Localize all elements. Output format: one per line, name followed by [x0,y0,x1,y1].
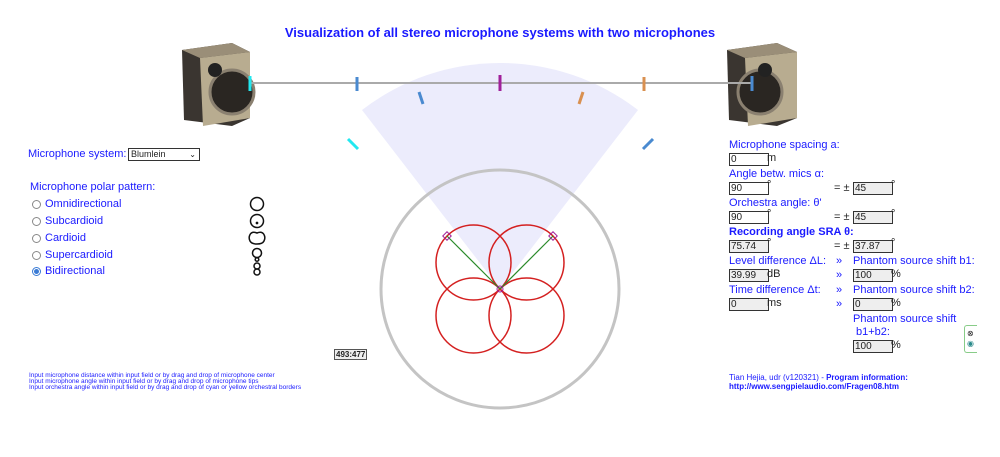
left-speaker-image [182,43,256,126]
sra-half-deg: ° [891,237,896,249]
orchestra-eq: = ± [834,211,850,223]
mic-center-handle [496,285,504,293]
orchestra-half-output: 45 [853,211,893,224]
angle-half-deg: ° [891,179,896,191]
spacing-unit: m [767,152,777,164]
orchestra-half-deg: ° [891,208,896,220]
note-orchestra: Input orchestra angle within input field… [29,384,302,391]
b1-unit: % [891,268,901,280]
right-orchestra-border [641,137,655,151]
polar-pattern-icons [248,196,266,276]
radio-cardioid[interactable] [32,234,41,243]
spacing-input[interactable]: 0 [729,153,769,166]
pattern-supercardioid-label: Supercardioid [45,249,113,261]
b2-unit: % [891,297,901,309]
program-info-link[interactable]: http://www.sengpielaudio.com/Fragen08.ht… [729,382,899,391]
orchestra-label: Orchestra angle: θ' [729,197,822,209]
level-arrow-2: » [836,269,843,281]
time-arrow: » [836,284,843,296]
pattern-bidirectional-label: Bidirectional [45,265,105,277]
chevron-down-icon: ⌄ [189,150,196,159]
b12-unit: % [891,339,901,351]
right-mic-tip [577,91,585,105]
page-title: Visualization of all stereo microphone s… [284,25,716,40]
recording-angle-sector [362,62,638,289]
level-label: Level difference ΔL: [729,255,827,267]
b12-label: Phantom source shift [853,313,957,325]
system-label: Microphone system: [28,148,127,160]
left-mic-tip [417,91,425,105]
angle-input[interactable]: 90 [729,182,769,195]
orchestra-deg: ° [767,208,772,220]
right-speaker-image [727,43,797,126]
left-mic-handle [442,231,452,241]
pattern-omni-label: Omnidirectional [45,198,122,210]
info-icon[interactable]: ◉ [967,339,974,348]
radio-supercardioid[interactable] [32,251,41,260]
note-angle: Input microphone angle within input fiel… [29,378,259,385]
credit-text: Tian Hejia, udr (v120321) - [729,373,827,382]
sra-output: 75.74 [729,240,769,253]
sra-half-output: 37.87 [853,240,893,253]
side-widget[interactable]: ⊗ ◉ [964,325,977,353]
close-icon[interactable]: ⊗ [967,329,974,338]
left-orchestra-border [346,137,360,151]
bidirectional-icon [253,262,261,276]
b1-output: 100 [853,269,893,282]
cardioid-icon [248,231,266,245]
sra-deg: ° [767,237,772,249]
system-select-value: Blumlein [131,149,166,159]
spacing-label: Microphone spacing a: [729,139,840,151]
angle-deg: ° [767,179,772,191]
b1-label: Phantom source shift b1: [853,255,975,267]
time-output: 0 [729,298,769,311]
supercardioid-icon [251,247,263,263]
polar-pattern-lobes [435,224,565,354]
subcardioid-icon [249,213,265,229]
angle-half-output: 45 [853,182,893,195]
pattern-subcardioid-label: Subcardioid [45,215,104,227]
level-arrow: » [836,255,843,267]
right-mic-handle [548,231,558,241]
radio-omni[interactable] [32,200,41,209]
sra-eq: = ± [834,240,850,252]
sra-label: Recording angle SRA θ: [729,226,854,238]
right-mic-axis [499,235,554,290]
coordinate-readout: 493:477 [334,349,368,360]
angle-label: Angle betw. mics α: [729,168,825,180]
system-select[interactable]: Blumlein ⌄ [128,148,200,161]
radio-subcardioid[interactable] [32,217,41,226]
note-distance: Input microphone distance within input f… [29,372,275,379]
orchestra-input[interactable]: 90 [729,211,769,224]
stage-circle [379,168,621,410]
radio-bidirectional[interactable] [32,267,41,276]
time-unit: ms [767,297,782,309]
b12-label-2: b1+b2: [856,326,890,338]
b2-output: 0 [853,298,893,311]
time-label: Time difference Δt: [729,284,821,296]
time-arrow-2: » [836,298,843,310]
pattern-label: Microphone polar pattern: [30,181,156,193]
angle-eq: = ± [834,182,850,194]
credit-program-info: Program information: [826,373,908,382]
b2-label: Phantom source shift b2: [853,284,975,296]
omni-icon [249,196,265,212]
pattern-cardioid-label: Cardioid [45,232,86,244]
credit-line: Tian Hejia, udr (v120321) - Program info… [729,373,908,382]
b12-output: 100 [853,340,893,353]
level-output: 39.99 [729,269,769,282]
level-unit: dB [767,268,781,280]
left-mic-axis [446,235,501,290]
